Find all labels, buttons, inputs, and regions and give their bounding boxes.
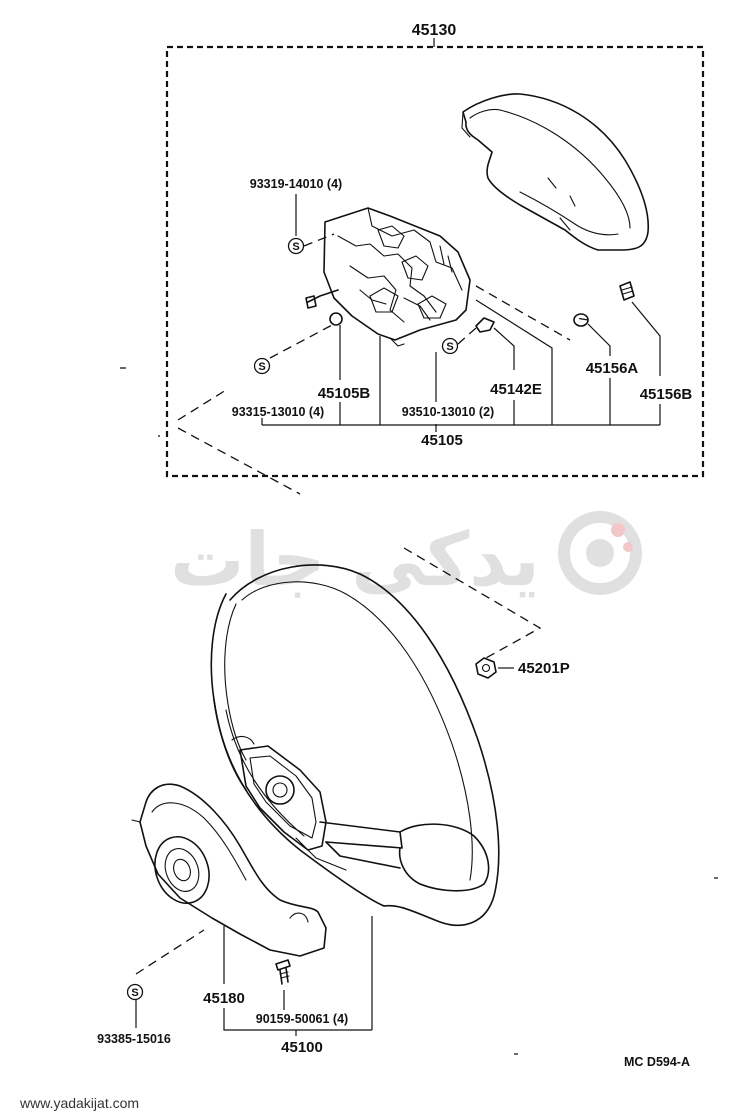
assembly-dash-leader <box>177 427 301 495</box>
leader-lines-upper <box>177 194 661 432</box>
label-93319-14010: 93319-14010 (4) <box>250 177 342 191</box>
watermark-url: www.yadakijat.com <box>19 1095 139 1111</box>
service-symbol-3: S <box>441 337 459 355</box>
label-45201p: 45201P <box>518 660 570 677</box>
svg-text:S: S <box>258 361 265 373</box>
service-symbol-4: S <box>126 983 144 1001</box>
watermark-brand: یدکی جات <box>170 517 540 603</box>
nut-dash-leader <box>403 547 542 659</box>
horn-switch-assembly <box>305 207 471 347</box>
service-symbol-1: S <box>287 237 305 255</box>
diagram-code: MC D594-A <box>624 1055 690 1069</box>
label-45105: 45105 <box>421 432 463 449</box>
watermark-logo: یدکی جات <box>170 511 642 603</box>
label-45156b: 45156B <box>640 386 693 403</box>
label-45130: 45130 <box>412 22 457 39</box>
svg-text:S: S <box>131 987 138 999</box>
leader-lines-lower <box>135 916 373 1036</box>
label-93510-13010: 93510-13010 (2) <box>402 405 494 419</box>
label-45180: 45180 <box>203 990 245 1007</box>
label-45100: 45100 <box>281 1039 323 1056</box>
svg-text:S: S <box>446 341 453 353</box>
svg-text:S: S <box>292 241 299 253</box>
label-45142e: 45142E <box>490 381 542 398</box>
label-93315-13010: 93315-13010 (4) <box>232 405 324 419</box>
label-93385-15016: 93385-15016 <box>97 1032 171 1046</box>
service-symbol-2: S <box>253 357 271 375</box>
gear-icon <box>558 511 642 595</box>
screw-90159 <box>275 959 291 985</box>
nut-45201p <box>475 657 514 679</box>
label-45156a: 45156A <box>586 360 639 377</box>
stray-mark <box>120 367 718 1055</box>
label-90159-50061: 90159-50061 (4) <box>256 1012 348 1026</box>
horn-pad-cover <box>461 93 650 251</box>
lower-cover <box>131 783 327 957</box>
label-45105b: 45105B <box>318 385 371 402</box>
steering-wheel <box>210 564 500 926</box>
assembly-boundary-box <box>165 45 705 478</box>
